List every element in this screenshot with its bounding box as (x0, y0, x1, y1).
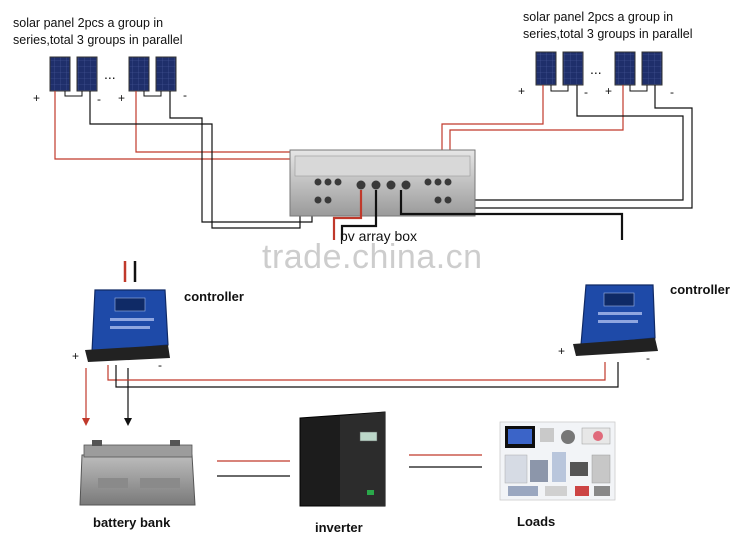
right-controller-plus: + (558, 344, 566, 358)
left-array-wiring (54, 91, 321, 229)
battery-bank-unit (79, 440, 196, 506)
right-array-sign-1: + (518, 84, 526, 98)
left-controller-label: controller (184, 289, 244, 304)
loads-label: Loads (517, 514, 556, 529)
left-solar-panels (49, 56, 177, 97)
right-array-sign-2: - (584, 85, 588, 99)
pv-array-box-label: pv array box (340, 228, 418, 244)
left-array-sign-1: + (33, 91, 41, 105)
right-controller-label: controller (670, 282, 730, 297)
right-array-sign-4: - (670, 85, 674, 99)
right-array-caption-line1: solar panel 2pcs a group in (523, 10, 674, 24)
left-controller-minus: - (158, 358, 162, 372)
box-output-wiring (123, 190, 624, 282)
left-controller-plus: + (72, 349, 80, 363)
loads-appliances (499, 421, 616, 501)
right-solar-panels (535, 51, 663, 92)
watermark: trade.china.cn (262, 238, 483, 276)
left-array-sign-4: - (183, 88, 187, 102)
inverter-loads-wiring (409, 454, 482, 468)
left-array-caption-line1: solar panel 2pcs a group in (13, 16, 164, 30)
right-array-ellipsis: ... (590, 61, 602, 77)
left-array-sign-3: + (118, 91, 126, 105)
right-array-wiring (441, 85, 693, 209)
battery-bank-label: battery bank (93, 515, 171, 530)
left-controller-unit (85, 289, 170, 362)
right-controller-unit (573, 284, 658, 356)
right-controller-minus: - (646, 351, 650, 365)
left-array-sign-2: - (97, 92, 101, 106)
right-array-sign-3: + (605, 84, 613, 98)
right-array-caption-line2: series,total 3 groups in parallel (523, 27, 693, 41)
battery-inverter-wiring (217, 460, 290, 477)
left-array-ellipsis: ... (104, 66, 116, 82)
controller-battery-wiring (82, 362, 619, 426)
inverter-label: inverter (315, 520, 363, 535)
left-array-caption-line2: series,total 3 groups in parallel (13, 33, 183, 47)
pv-array-box (289, 149, 476, 217)
inverter-unit (299, 411, 386, 507)
